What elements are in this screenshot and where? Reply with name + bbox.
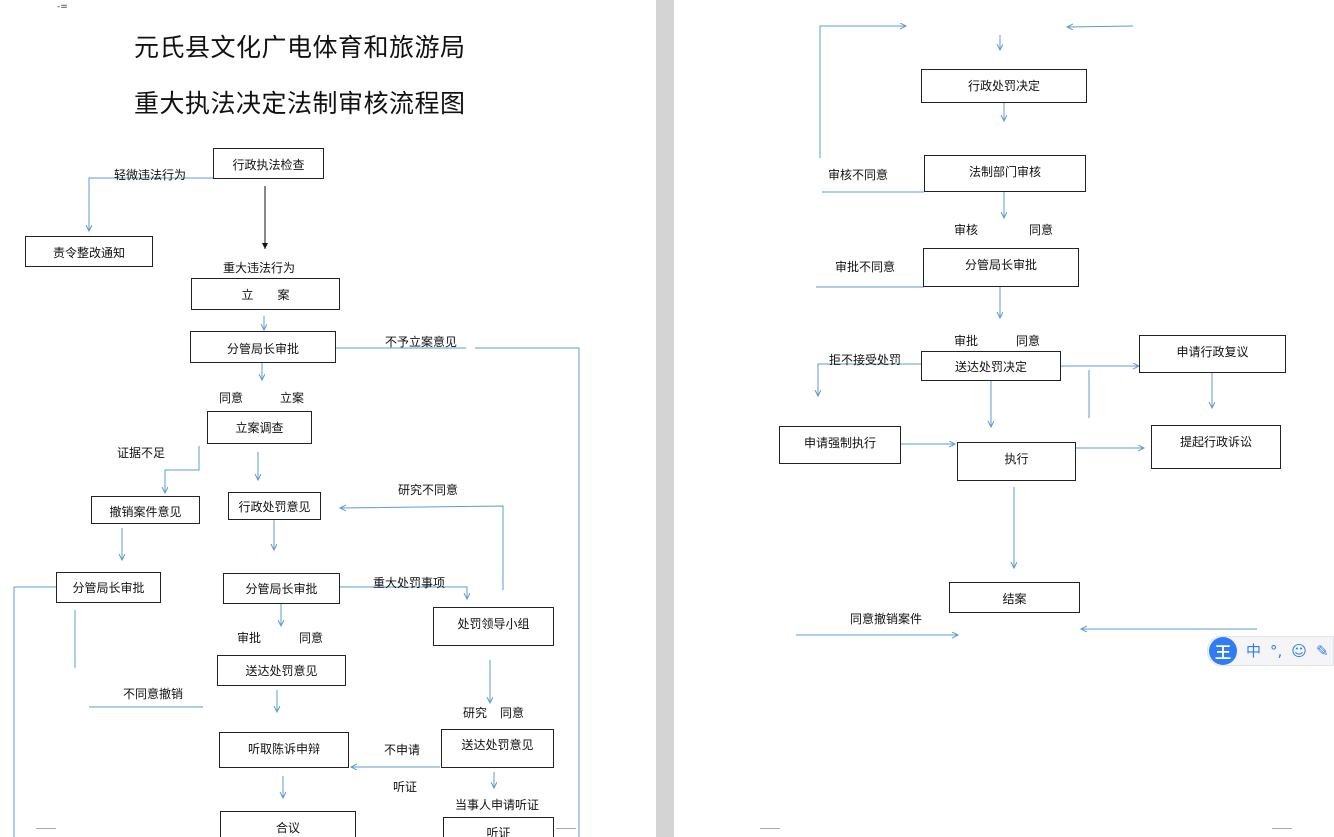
box-discuss: 合议 bbox=[220, 811, 356, 837]
label-no-apply: 不申请 bbox=[384, 743, 421, 757]
ime-pen-icon[interactable]: ✎ bbox=[1315, 642, 1329, 660]
box-penalty-group: 处罚领导小组 bbox=[433, 607, 554, 646]
right-connectors bbox=[796, 0, 1257, 837]
box-apply-enforcement: 申请强制执行 bbox=[779, 426, 901, 464]
box-approve-1: 分管局长审批 bbox=[190, 331, 336, 363]
box-rectify: 责令整改通知 bbox=[25, 236, 153, 267]
document-page-right: 行政处罚决定 法制部门审核 分管局长审批 送达处罚决定 申请行政复议 申请强制执… bbox=[674, 0, 1334, 837]
ime-punctuation-button[interactable]: °, bbox=[1270, 642, 1283, 660]
doc-title-line1: 元氏县文化广电体育和旅游局 bbox=[134, 33, 466, 62]
doc-title-line2: 重大执法决定法制审核流程图 bbox=[134, 89, 466, 118]
label-no-filing: 不予立案意见 bbox=[385, 335, 458, 349]
box-investigate: 立案调查 bbox=[207, 411, 312, 444]
box-penalty-opinion: 行政处罚意见 bbox=[228, 492, 321, 520]
label-review-disagree: 审核不同意 bbox=[828, 168, 889, 182]
page-corner-mark bbox=[36, 828, 56, 837]
label-research: 研究 bbox=[463, 706, 488, 720]
label-major-violation: 重大违法行为 bbox=[223, 261, 296, 275]
label-agree-2: 同意 bbox=[1016, 334, 1041, 348]
label-agree: 同意 bbox=[1029, 223, 1054, 237]
label-approval-disagree: 审批不同意 bbox=[835, 260, 896, 274]
box-approve-2: 分管局长审批 bbox=[223, 573, 340, 604]
label-hearing: 听证 bbox=[393, 780, 418, 794]
box-revoke-opinion: 撤销案件意见 bbox=[91, 496, 200, 524]
label-minor-violation: 轻微违法行为 bbox=[114, 168, 187, 182]
box-approve: 分管局长审批 bbox=[923, 248, 1079, 287]
box-deliver-opinion: 送达处罚意见 bbox=[217, 655, 346, 686]
label-approve: 审批 bbox=[237, 631, 262, 645]
box-approve-revoke: 分管局长审批 bbox=[56, 572, 161, 603]
box-hear-defense: 听取陈诉申辩 bbox=[219, 732, 349, 768]
page-corner-mark bbox=[1272, 828, 1292, 837]
box-inspect: 行政执法检查 bbox=[213, 148, 324, 179]
box-close-case: 结案 bbox=[949, 582, 1080, 613]
box-legal-review: 法制部门审核 bbox=[924, 155, 1086, 192]
label-agree-revoke: 同意撤销案件 bbox=[850, 612, 923, 626]
label-approval: 审批 bbox=[954, 334, 979, 348]
box-hearing: 听证 bbox=[443, 817, 554, 837]
top-mark: -= bbox=[57, 2, 68, 12]
ime-toolbar[interactable]: 王 中 °, ☺ ✎ bbox=[1207, 636, 1334, 666]
box-lawsuit: 提起行政诉讼 bbox=[1151, 425, 1281, 469]
box-deliver-decision: 送达处罚决定 bbox=[921, 351, 1061, 381]
box-penalty-decision: 行政处罚决定 bbox=[921, 69, 1087, 103]
box-apply-review: 申请行政复议 bbox=[1139, 335, 1286, 373]
label-insufficient-evidence: 证据不足 bbox=[117, 446, 166, 460]
page-gutter bbox=[656, 0, 674, 837]
ime-emoji-icon[interactable]: ☺ bbox=[1291, 642, 1307, 660]
label-refuse-penalty: 拒不接受处罚 bbox=[829, 353, 902, 367]
box-filing: 立 案 bbox=[191, 278, 340, 310]
ime-chinese-mode-button[interactable]: 中 bbox=[1246, 642, 1262, 660]
label-agree-2: 同意 bbox=[299, 631, 324, 645]
document-page-left: -= 元氏县文化广电体育和旅游局 重大执法决定法制审核流程图 bbox=[0, 0, 656, 837]
ime-logo-icon[interactable]: 王 bbox=[1209, 637, 1237, 665]
label-file: 立案 bbox=[280, 391, 305, 405]
page-corner-mark bbox=[556, 828, 576, 837]
label-agree: 同意 bbox=[219, 391, 244, 405]
label-major-penalty: 重大处罚事项 bbox=[373, 576, 446, 590]
page-corner-mark bbox=[760, 828, 780, 837]
box-execute: 执行 bbox=[957, 442, 1076, 481]
label-research-disagree: 研究不同意 bbox=[398, 483, 459, 497]
label-disagree-revoke: 不同意撤销 bbox=[123, 687, 184, 701]
label-review: 审核 bbox=[954, 223, 979, 237]
label-agree-3: 同意 bbox=[500, 706, 525, 720]
left-connectors bbox=[13, 177, 580, 837]
label-party-apply-hearing: 当事人申请听证 bbox=[455, 798, 540, 812]
box-deliver-opinion-2: 送达处罚意见 bbox=[441, 729, 554, 768]
